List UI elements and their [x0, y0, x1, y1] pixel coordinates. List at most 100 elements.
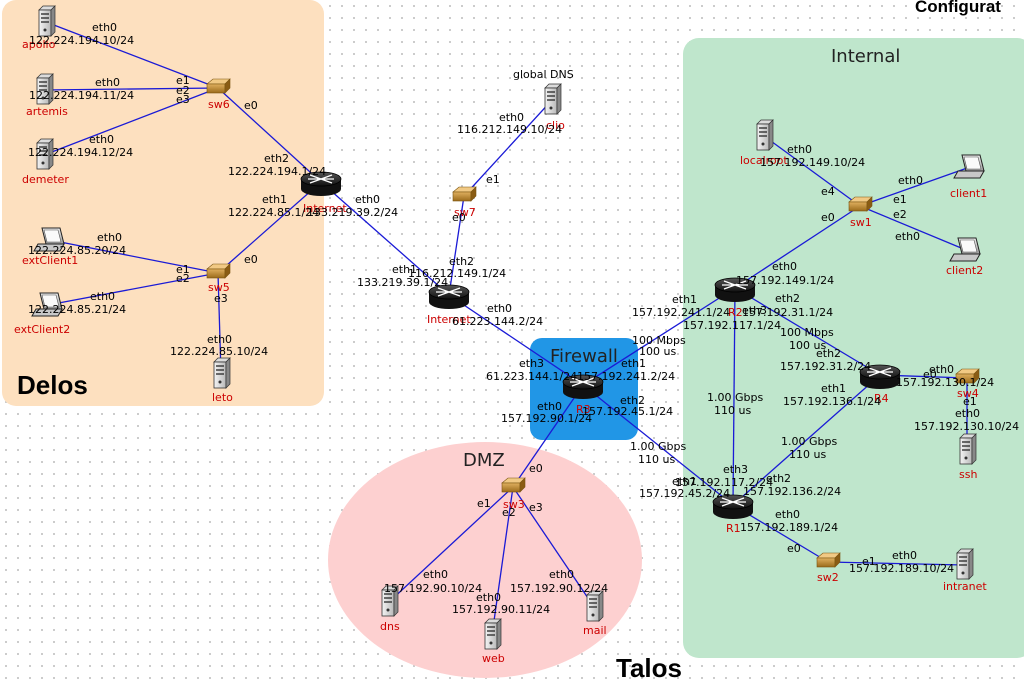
interface-label: eth2 — [620, 394, 645, 407]
interface-label: e1 — [893, 193, 907, 206]
extclient1-laptop-icon — [33, 227, 65, 252]
interface-label: e3 — [529, 501, 543, 514]
interface-label: 157.192.90.11/24 — [452, 603, 550, 616]
interface-label: 1.00 Gbps — [781, 435, 837, 448]
node-apollo: apollo — [22, 38, 56, 51]
dmz-zone — [328, 442, 642, 678]
node-sw2: sw2 — [817, 571, 839, 584]
node-web: web — [482, 652, 505, 665]
interface-label: 122.224.194.12/24 — [28, 146, 133, 159]
interface-label: e2 — [893, 208, 907, 221]
global-dns-title: global DNS — [513, 68, 574, 81]
interface-label: e0 — [244, 253, 258, 266]
node-extclient2: extClient2 — [14, 323, 70, 336]
interface-label: eth0 — [90, 290, 115, 303]
interface-label: 133.219.39.2/24 — [307, 206, 398, 219]
node-dns: dns — [380, 620, 400, 633]
interface-label: eth1 — [672, 293, 697, 306]
internet-router-delos-router-icon — [300, 171, 342, 196]
interface-label: 122.224.85.21/24 — [28, 303, 126, 316]
interface-label: e0 — [923, 368, 937, 381]
node-sw1: sw1 — [850, 216, 872, 229]
devices — [31, 5, 985, 650]
node-mail: mail — [583, 624, 607, 637]
demeter-server-icon — [36, 138, 54, 170]
node-client2: client2 — [946, 264, 983, 277]
interface-label: eth0 — [95, 76, 120, 89]
intranet-server-icon — [956, 548, 974, 580]
interface-label: eth1 — [672, 475, 697, 488]
interface-label: e0 — [244, 99, 258, 112]
dns-server-icon — [381, 585, 399, 617]
interface-label: 157.192.241.1/24 — [632, 306, 730, 319]
interface-label: e4 — [821, 185, 835, 198]
node-r2: R2 — [728, 306, 743, 319]
extclient2-laptop-icon — [31, 292, 63, 317]
interface-label: eth0 — [772, 260, 797, 273]
interface-label: 100 Mbps — [632, 334, 686, 347]
interface-label: eth0 — [92, 21, 117, 34]
interface-label: 61.223.144.2/24 — [452, 315, 543, 328]
interface-label: eth0 — [787, 143, 812, 156]
ssh-server-icon — [959, 433, 977, 465]
interface-label: eth0 — [207, 333, 232, 346]
interface-label: eth2 — [775, 292, 800, 305]
node-clio: clio — [546, 119, 565, 132]
interface-label: 100 us — [789, 339, 826, 352]
interface-label: eth2 — [264, 152, 289, 165]
interface-label: 122.224.194.1/24 — [228, 165, 326, 178]
node-artemis: artemis — [26, 105, 68, 118]
zone-titles: Configurat Delos Internal Firewall DMZ T… — [17, 0, 1001, 683]
node-sw5: sw5 — [208, 281, 230, 294]
sw1-switch-icon — [848, 196, 873, 212]
sw3-switch-icon — [501, 477, 526, 493]
node-ssh: ssh — [959, 468, 977, 481]
web-server-icon — [484, 618, 502, 650]
interface-label: eth0 — [499, 111, 524, 124]
node-sw3: sw3 — [503, 498, 525, 511]
interface-label: 110 us — [714, 404, 751, 417]
interface-label: 157.192.189.10/24 — [849, 562, 954, 575]
node-internet: Internet — [427, 313, 471, 326]
interface-label: eth0 — [89, 133, 114, 146]
interface-label: 1.00 Gbps — [707, 391, 763, 404]
interface-label: e3 — [214, 292, 228, 305]
interface-label: 157.192.90.12/24 — [510, 582, 608, 595]
interface-label: eth3 — [519, 357, 544, 370]
node-r4: R4 — [874, 392, 889, 405]
node-sw4: sw4 — [957, 387, 979, 400]
interface-label: eth0 — [892, 549, 917, 562]
internet-router-icon — [428, 284, 470, 309]
interface-label: e2 — [502, 506, 516, 519]
sw7-switch-icon — [452, 186, 477, 202]
interface-label: 157.192.31.1/24 — [742, 306, 833, 319]
r4-router-icon — [859, 364, 901, 389]
interface-label: e1 — [862, 555, 876, 568]
interface-label: eth0 — [476, 591, 501, 604]
sw6-switch-icon — [206, 78, 231, 94]
interface-label: e1 — [477, 497, 491, 510]
interface-label: e1 — [176, 74, 190, 87]
interface-label: 157.192.31.2/24 — [780, 360, 871, 373]
zone-title-firewall: Firewall — [550, 346, 618, 367]
node-internet-router-delos: Internet — [303, 202, 347, 215]
interface-label: e0 — [452, 211, 466, 224]
interface-label: eth2 — [766, 472, 791, 485]
links — [43, 21, 971, 636]
interface-label: e0 — [529, 462, 543, 475]
interface-label: 122.224.85.20/24 — [28, 244, 126, 257]
interface-label: 157.192.136.2/24 — [743, 485, 841, 498]
interface-label: 116.212.149.1/24 — [408, 267, 506, 280]
client1-laptop-icon — [953, 154, 985, 179]
node-intranet: intranet — [943, 580, 987, 593]
interface-label: e0 — [787, 542, 801, 555]
interface-label: e1 — [963, 395, 977, 408]
zone-title-talos: Talos — [616, 653, 682, 683]
interface-label: eth0 — [929, 363, 954, 376]
header-title: Configurat — [915, 0, 1001, 16]
interface-label: eth3 — [723, 463, 748, 476]
interface-label: 122.224.85.1/24 — [228, 206, 319, 219]
artemis-server-icon — [36, 73, 54, 105]
sw2-switch-icon — [816, 552, 841, 568]
